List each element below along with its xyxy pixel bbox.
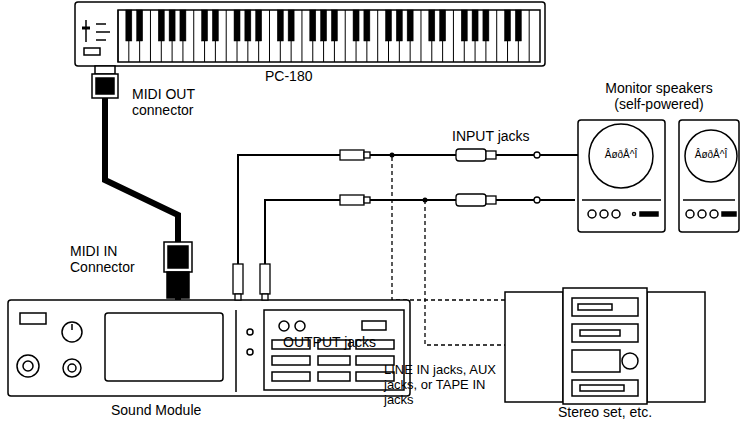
speaker-marking: ÂøðÅ^Î bbox=[591, 149, 651, 161]
midi-out-plug bbox=[92, 66, 118, 98]
device-name: Sound Module bbox=[111, 402, 410, 418]
cable-connector bbox=[238, 155, 578, 300]
connector-label: INPUT jacks bbox=[452, 128, 552, 144]
device-name: Monitor speakers (self-powered) bbox=[590, 80, 728, 112]
device-node: PC-180 bbox=[75, 0, 545, 86]
connector-label: MIDI IN Connector bbox=[70, 243, 152, 275]
connector-label: MIDI OUT connector bbox=[132, 86, 222, 118]
phone-plug bbox=[456, 149, 540, 206]
device-name: Stereo set, etc. bbox=[505, 404, 705, 420]
sound-module-illustration bbox=[8, 300, 410, 396]
device-node: Sound Module bbox=[8, 300, 410, 420]
midi-in-plug bbox=[164, 242, 192, 298]
keyboard-illustration bbox=[75, 2, 545, 66]
connector-label: OUTPUT jacks bbox=[283, 334, 383, 350]
device-node: Stereo set, etc. bbox=[505, 288, 705, 422]
junction-dot bbox=[390, 153, 428, 203]
device-name: PC-180 bbox=[265, 68, 545, 84]
speaker-marking: ÂøðÅ^Î bbox=[681, 149, 741, 161]
connector-label: LINE IN jacks, AUX jacks, or TAPE IN jac… bbox=[384, 362, 498, 407]
speaker-illustration bbox=[578, 120, 739, 232]
rca-plug bbox=[233, 150, 370, 300]
stereo-illustration bbox=[505, 288, 705, 404]
cable-connector bbox=[238, 155, 505, 300]
